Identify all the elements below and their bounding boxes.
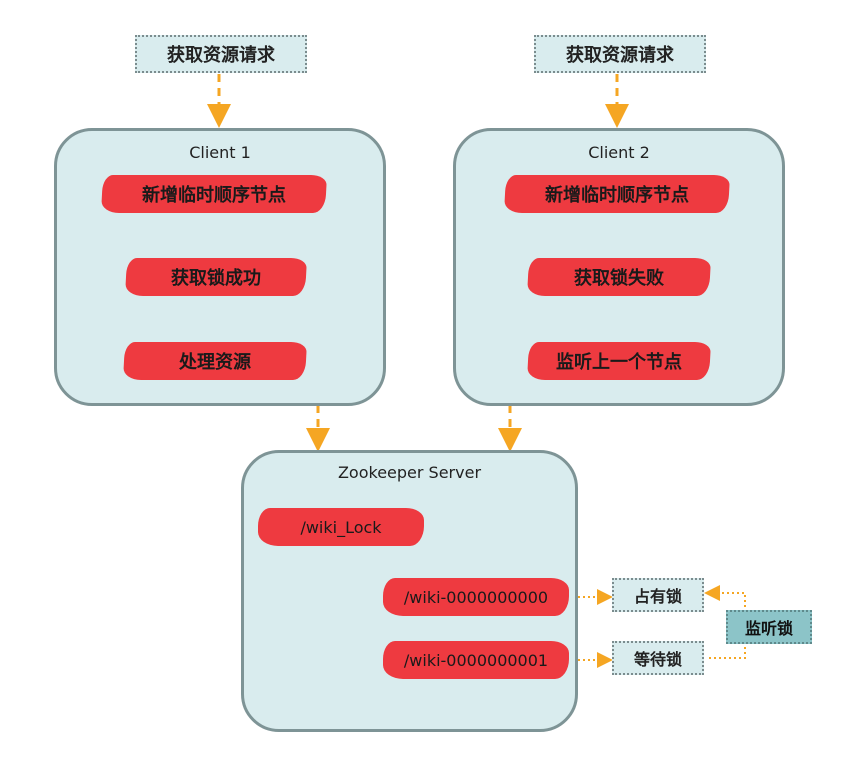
client1-title: Client 1: [189, 143, 251, 162]
client1-step-process-resource: 处理资源: [123, 342, 307, 380]
client2-title: Client 2: [588, 143, 650, 162]
client1-step-lock-acquired: 获取锁成功: [125, 258, 307, 296]
client2-step-watch-previous: 监听上一个节点: [527, 342, 711, 380]
state-holding-lock: 占有锁: [612, 578, 704, 612]
request-label: 获取资源请求: [167, 45, 275, 66]
request-label: 获取资源请求: [566, 45, 674, 66]
root-lock-node: /wiki_Lock: [258, 508, 424, 546]
watch-link-top: [704, 585, 746, 612]
request-box-client2: 获取资源请求: [534, 35, 706, 73]
client2-step-lock-failed: 获取锁失败: [527, 258, 711, 296]
request-box-client1: 获取资源请求: [135, 35, 307, 73]
lock-node-1: /wiki-0000000001: [383, 641, 569, 679]
watch-lock-box: 监听锁: [726, 610, 812, 644]
client1-step-create-node: 新增临时顺序节点: [101, 175, 327, 213]
server-title: Zookeeper Server: [337, 463, 482, 482]
lock-node-0: /wiki-0000000000: [383, 578, 569, 616]
watch-link-bottom: [706, 642, 746, 659]
state-waiting-lock: 等待锁: [612, 641, 704, 675]
client2-step-create-node: 新增临时顺序节点: [504, 175, 730, 213]
